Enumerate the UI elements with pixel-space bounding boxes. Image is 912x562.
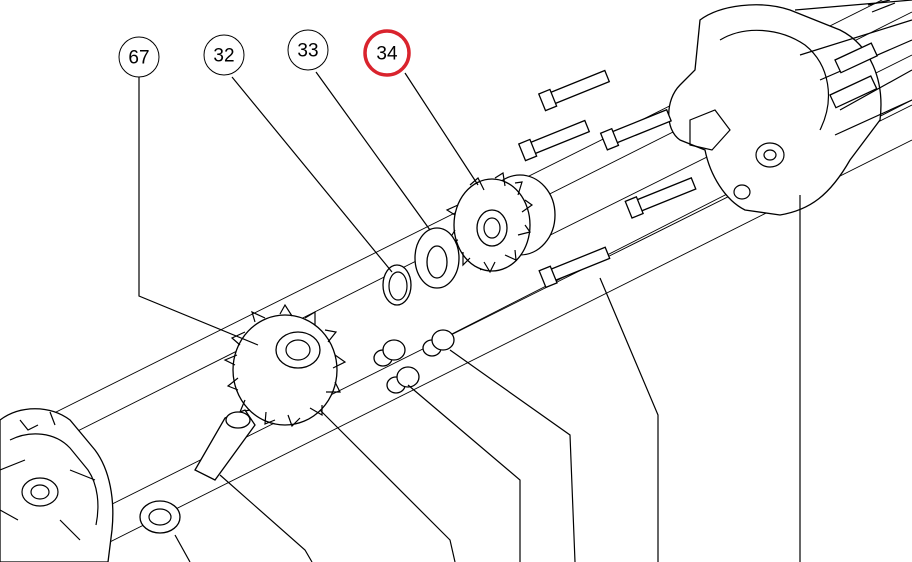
o-ring: [139, 500, 181, 534]
left-housing: [0, 408, 114, 562]
snap-ring-32: [382, 264, 412, 306]
callout-33-label: 33: [297, 41, 318, 62]
callout-67-label: 67: [128, 48, 149, 69]
callout-34[interactable]: 34: [363, 29, 411, 77]
bevel-gear-34: [445, 172, 556, 274]
washer-33: [414, 227, 460, 289]
leader-lines: [138, 71, 801, 562]
key-pin: [194, 409, 256, 481]
small-nuts: [373, 329, 455, 394]
callout-32[interactable]: 32: [203, 34, 245, 76]
callout-32-label: 32: [213, 46, 234, 67]
bolts: [517, 69, 697, 289]
right-housing: [668, 0, 912, 216]
callout-34-label: 34: [376, 44, 398, 65]
callout-33[interactable]: 33: [287, 29, 329, 71]
bevel-gear-67: [223, 303, 347, 428]
callout-67[interactable]: 67: [118, 36, 160, 78]
